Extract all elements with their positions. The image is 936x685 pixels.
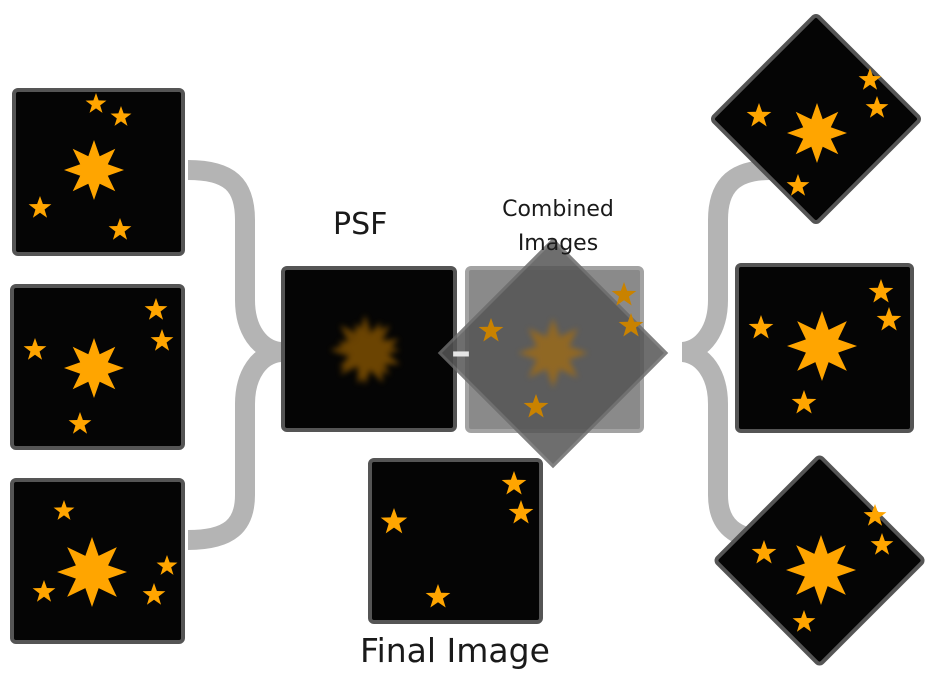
central-star: [786, 535, 856, 605]
input-panel-1: [12, 88, 185, 256]
combined-images-label: Combined Images: [488, 193, 628, 261]
input-panel-3: [10, 478, 185, 644]
final-image-panel: [368, 458, 543, 624]
central-star: [64, 140, 124, 200]
psf-label: PSF: [333, 207, 388, 242]
central-star: [64, 338, 124, 398]
input-panel-2: [10, 284, 185, 450]
right-brace: [681, 160, 771, 550]
central-star: [787, 311, 857, 381]
output-panel-3: [714, 455, 925, 666]
blurred-combined-star: [518, 318, 588, 388]
left-brace: [187, 160, 282, 550]
combined-label-line2: Images: [517, 231, 599, 256]
minus-sign: –: [451, 329, 471, 375]
psf-panel: [281, 266, 457, 432]
combined-label-line1: Combined: [502, 197, 614, 222]
final-image-label: Final Image: [360, 631, 550, 670]
central-star: [787, 103, 847, 163]
output-panel-2: [735, 263, 914, 433]
output-panel-1: [711, 14, 921, 224]
combined-images-panel: [437, 237, 669, 469]
central-star: [57, 537, 127, 607]
